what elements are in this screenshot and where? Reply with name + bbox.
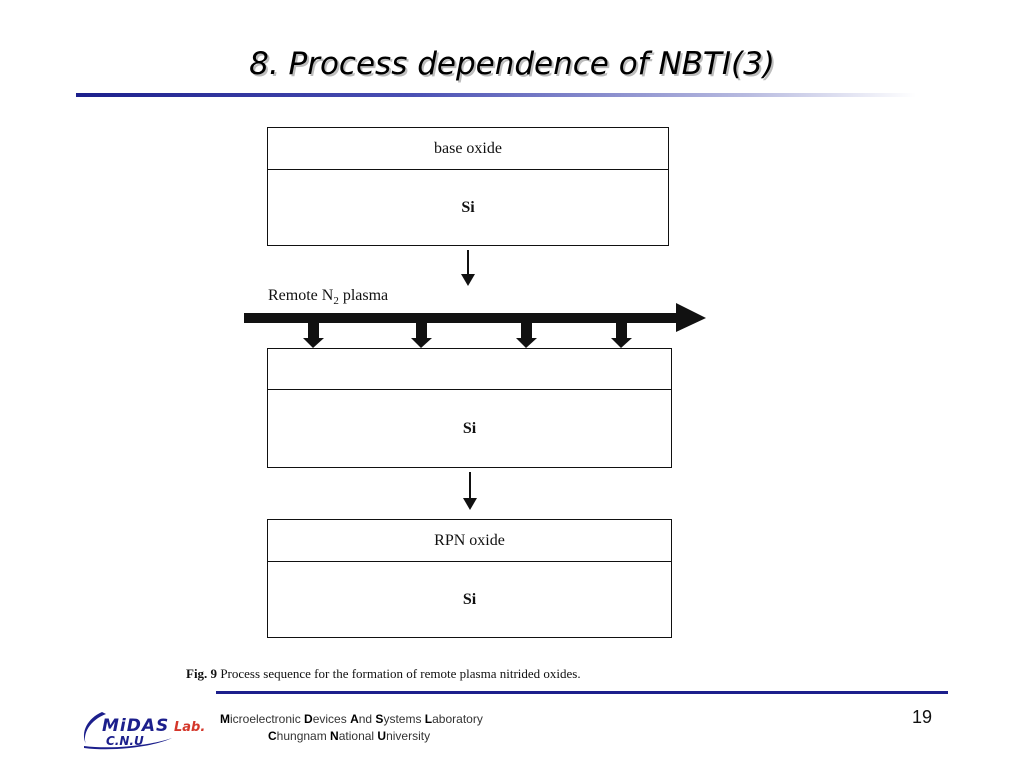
stage3-si-layer: Si <box>268 562 671 637</box>
stage2-si-label: Si <box>462 419 477 437</box>
university-name: Chungnam National University <box>268 729 430 743</box>
lab-name-cap: M <box>220 712 230 726</box>
logo-swoosh-icon <box>83 712 172 750</box>
logo-lab-text: Lab. <box>174 720 206 735</box>
title-underline <box>76 93 916 97</box>
plasma-label-suffix: plasma <box>338 287 389 304</box>
lab-name-cap: A <box>350 712 359 726</box>
stage2-nitrided-layer <box>268 349 671 390</box>
lab-name-cap: L <box>424 712 433 726</box>
stage3-stack: RPN oxide Si <box>267 519 672 638</box>
logo-sub-text: C.N.U <box>106 734 144 748</box>
stage3-rpn-oxide-label: RPN oxide <box>434 531 505 549</box>
lab-name: Microelectronic Devices And Systems Labo… <box>220 712 483 726</box>
lab-name-word: ystems <box>383 712 425 726</box>
footer-rule <box>216 691 948 694</box>
stage1-stack: base oxide Si <box>267 127 669 246</box>
midas-lab-logo: MiDAS Lab. C.N.U <box>76 700 216 752</box>
university-name-cap: N <box>330 729 339 743</box>
down-arrow-icon <box>461 250 475 286</box>
university-name-cap: U <box>377 729 387 743</box>
stage2-stack: Si <box>267 348 672 468</box>
lab-name-cap: D <box>304 712 313 726</box>
university-name-word: niversity <box>386 729 431 743</box>
figure-caption-label: Fig. 9 <box>186 666 218 681</box>
lab-name-cap: S <box>375 712 384 726</box>
university-name-word: hungnam <box>276 729 331 743</box>
plasma-label-prefix: Remote N <box>268 287 334 304</box>
figure-caption-text: Process sequence for the formation of re… <box>217 666 581 681</box>
stage3-rpn-oxide-layer: RPN oxide <box>268 520 671 562</box>
plasma-label-subscript: 2 <box>333 295 339 308</box>
stage2-si-layer: Si <box>268 390 671 467</box>
slide-title: 8. Process dependence of NBTI(3) <box>249 46 775 82</box>
page-number: 19 <box>912 707 933 727</box>
stage1-base-oxide-label: base oxide <box>434 139 502 157</box>
lab-name-word: icroelectronic <box>230 712 305 726</box>
logo-main-text: MiDAS <box>102 716 170 736</box>
stage1-si-label: Si <box>461 198 475 216</box>
lab-name-word: nd <box>358 712 376 726</box>
stage1-base-oxide-layer: base oxide <box>268 128 668 170</box>
lab-name-word: aboratory <box>432 712 483 726</box>
down-arrow-icon <box>463 472 477 510</box>
plasma-flow-arrow <box>244 303 706 348</box>
stage1-si-layer: Si <box>268 170 668 245</box>
figure-caption: Fig. 9 Process sequence for the formatio… <box>186 666 581 682</box>
plasma-down-arrows <box>303 322 632 348</box>
university-name-cap: C <box>268 729 277 743</box>
plasma-label: Remote N2 plasma <box>268 287 388 307</box>
university-name-word: ational <box>338 729 378 743</box>
lab-name-word: evices <box>312 712 351 726</box>
stage3-si-label: Si <box>462 590 477 608</box>
